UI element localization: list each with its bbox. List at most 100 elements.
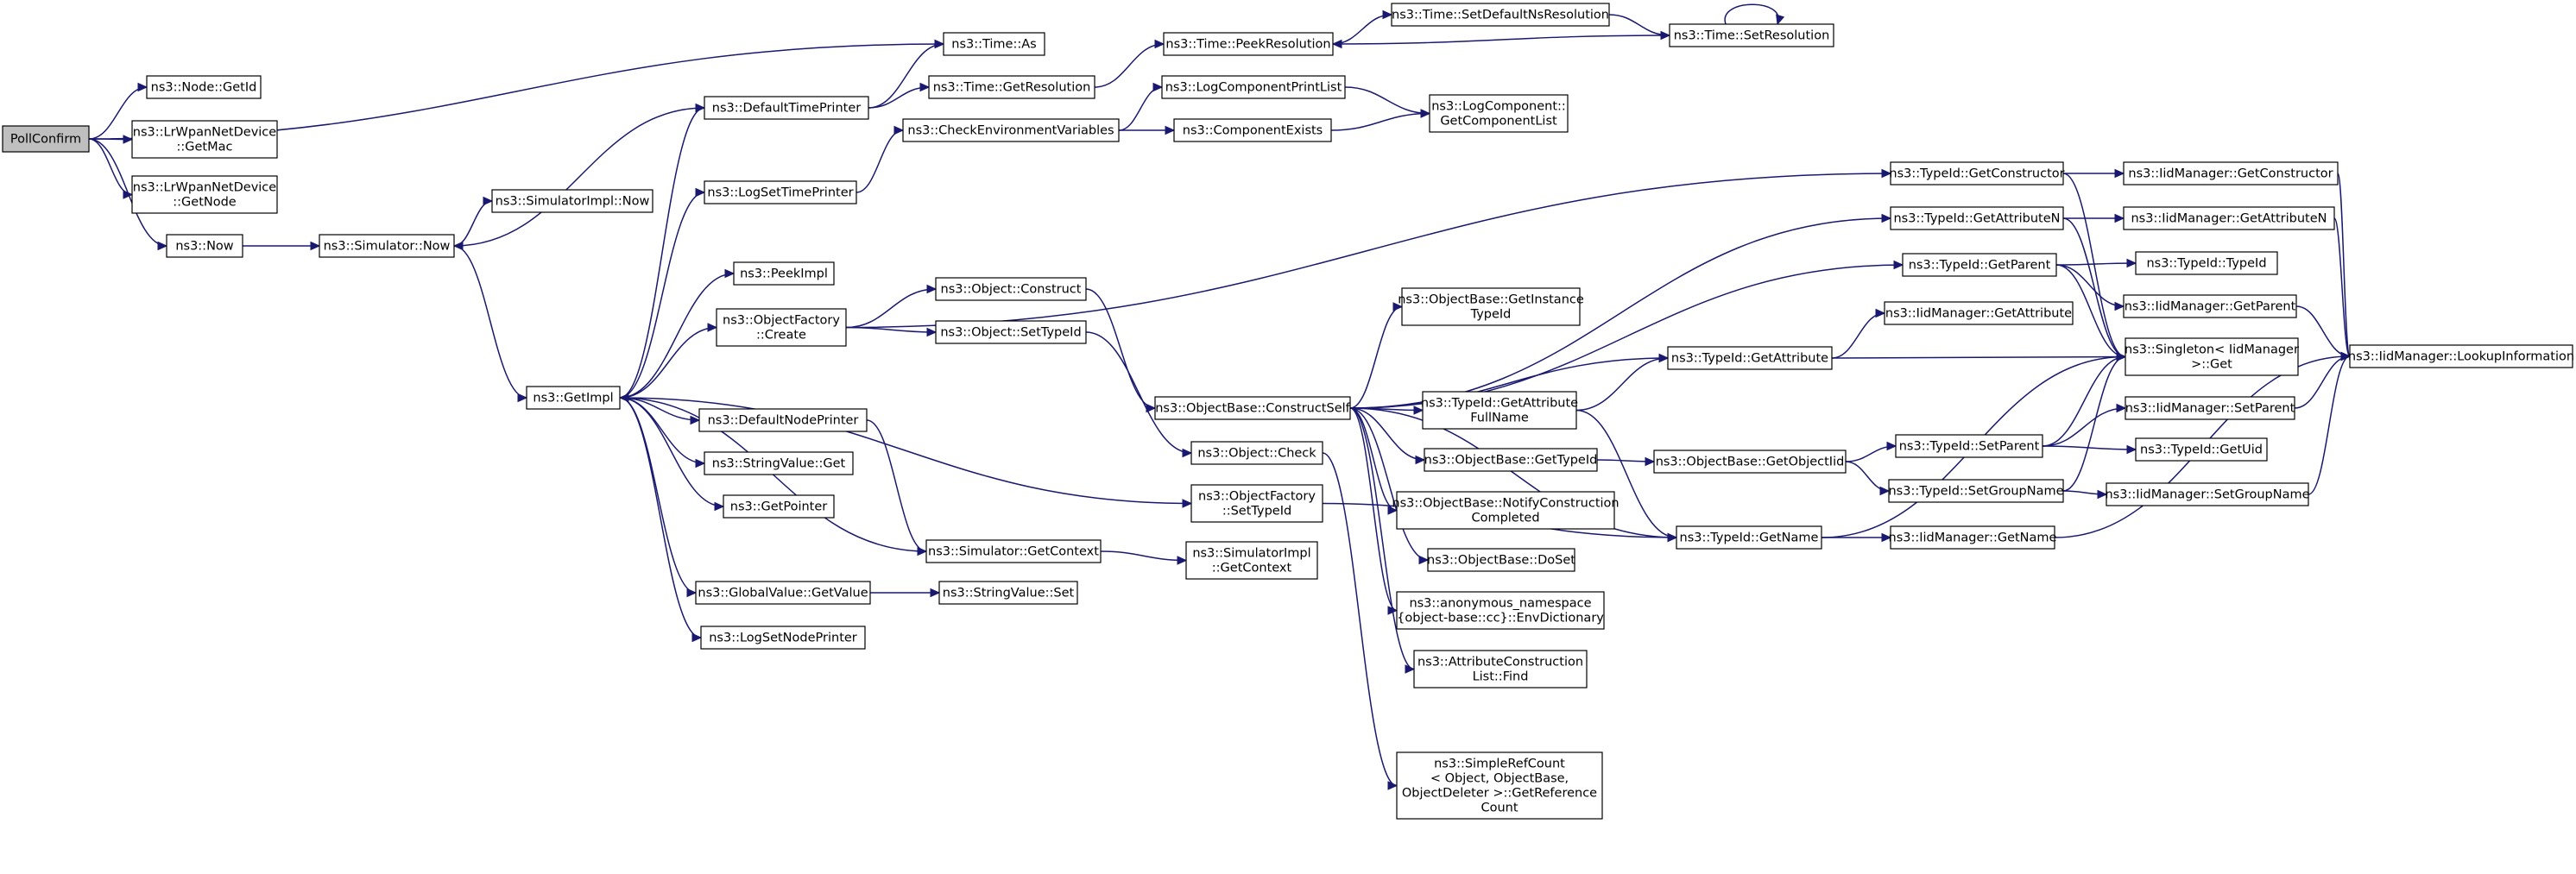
edge-line bbox=[1344, 86, 1430, 115]
node-simplerefcount-getreferencecount[interactable]: ns3::SimpleRefCount< Object, ObjectBase,… bbox=[1396, 751, 1603, 820]
node-objectbase-getobjectiid[interactable]: ns3::ObjectBase::GetObjectIid bbox=[1653, 450, 1847, 474]
node-label: ns3::GetPointer bbox=[730, 500, 828, 514]
edge-typeid-setparent-to-iidmanager-setparent bbox=[2042, 403, 2127, 447]
node-time-setresolution[interactable]: ns3::Time::SetResolution bbox=[1669, 23, 1834, 47]
node-box bbox=[935, 320, 1087, 344]
edge-line bbox=[2042, 445, 2137, 450]
arrowhead bbox=[919, 82, 931, 92]
node-pollconfirm[interactable]: PollConfirm bbox=[2, 125, 90, 153]
node-simulator-getcontext[interactable]: ns3::Simulator::GetContext bbox=[925, 539, 1102, 563]
node-typeid-setgroupname[interactable]: ns3::TypeId::SetGroupName bbox=[1888, 479, 2064, 503]
node-node-getid[interactable]: ns3::Node::GetId bbox=[146, 75, 262, 99]
edge-typeid-getattributen-to-iidmanager-getattributen bbox=[2063, 213, 2125, 223]
node-box bbox=[2125, 337, 2299, 376]
node-typeid-getconstructor[interactable]: ns3::TypeId::GetConstructor bbox=[1889, 161, 2065, 185]
arrowhead bbox=[1881, 168, 1892, 179]
node-label: ::GetMac bbox=[177, 141, 233, 154]
node-now[interactable]: ns3::Now bbox=[166, 234, 243, 258]
arrowhead bbox=[1776, 14, 1785, 26]
node-lrwpan-getnode[interactable]: ns3::LrWpanNetDevice::GetNode bbox=[131, 175, 278, 214]
node-simulator-now[interactable]: ns3::Simulator::Now bbox=[319, 234, 455, 258]
node-objectbase-gettypeid[interactable]: ns3::ObjectBase::GetTypeId bbox=[1424, 448, 1598, 472]
node-iidmanager-lookupinformation[interactable]: ns3::IidManager::LookupInformation bbox=[2348, 344, 2574, 368]
node-iidmanager-getattribute[interactable]: ns3::IidManager::GetAttribute bbox=[1884, 301, 2074, 325]
edge-getimpl-to-defaulttimeprinter bbox=[619, 103, 706, 399]
node-typeid-getname[interactable]: ns3::TypeId::GetName bbox=[1676, 525, 1822, 550]
node-envdictionary[interactable]: ns3::anonymous_namespace{object-base::cc… bbox=[1396, 591, 1605, 630]
node-iidmanager-getname[interactable]: ns3::IidManager::GetName bbox=[1889, 525, 2057, 550]
node-box bbox=[1424, 448, 1598, 472]
node-simulatorimpl-now[interactable]: ns3::SimulatorImpl::Now bbox=[491, 189, 653, 213]
arrowhead bbox=[1154, 39, 1165, 49]
edge-line bbox=[453, 200, 493, 247]
node-singleton-get[interactable]: ns3::Singleton< IidManager>::Get bbox=[2125, 337, 2299, 376]
node-time-setdefaultnsresolution[interactable]: ns3::Time::SetDefaultNsResolution bbox=[1391, 3, 1610, 27]
arrowhead bbox=[2114, 213, 2125, 223]
node-simulatorimpl-getcontext[interactable]: ns3::SimulatorImpl::GetContext bbox=[1185, 541, 1318, 580]
node-objectbase-doset[interactable]: ns3::ObjectBase::DoSet bbox=[1427, 548, 1575, 572]
edge-defaulttimeprinter-to-time-as bbox=[868, 39, 945, 109]
node-box bbox=[2, 125, 90, 153]
node-getpointer[interactable]: ns3::GetPointer bbox=[723, 494, 835, 519]
node-time-as[interactable]: ns3::Time::As bbox=[943, 32, 1045, 56]
node-iidmanager-getattributen[interactable]: ns3::IidManager::GetAttributeN bbox=[2123, 206, 2335, 230]
node-object-construct[interactable]: ns3::Object::Construct bbox=[935, 277, 1087, 301]
node-logcomponent-getcomponentlist[interactable]: ns3::LogComponent::GetComponentList bbox=[1429, 94, 1569, 133]
edge-simulator-now-to-simulatorimpl-now bbox=[453, 196, 494, 247]
node-box bbox=[704, 96, 869, 120]
node-iidmanager-setgroupname[interactable]: ns3::IidManager::SetGroupName bbox=[2105, 482, 2310, 506]
arrowhead bbox=[1879, 486, 1891, 496]
node-objectfactory-settypeid[interactable]: ns3::ObjectFactory::SetTypeId bbox=[1190, 484, 1323, 523]
node-componentexists[interactable]: ns3::ComponentExists bbox=[1173, 118, 1332, 142]
node-typeid-getattributen[interactable]: ns3::TypeId::GetAttributeN bbox=[1890, 206, 2064, 230]
edge-line bbox=[1349, 407, 1415, 670]
node-typeid-getattribute[interactable]: ns3::TypeId::GetAttribute bbox=[1667, 346, 1833, 370]
node-typeid-getparent[interactable]: ns3::TypeId::GetParent bbox=[1902, 253, 2057, 277]
node-iidmanager-getconstructor[interactable]: ns3::IidManager::GetConstructor bbox=[2123, 161, 2339, 185]
node-defaulttimeprinter[interactable]: ns3::DefaultTimePrinter bbox=[704, 96, 869, 120]
node-logsettimeprinter[interactable]: ns3::LogSetTimePrinter bbox=[704, 180, 857, 204]
node-getimpl[interactable]: ns3::GetImpl bbox=[526, 386, 621, 410]
node-iidmanager-setparent[interactable]: ns3::IidManager::SetParent bbox=[2125, 396, 2295, 420]
node-time-getresolution[interactable]: ns3::Time::GetResolution bbox=[928, 75, 1095, 99]
arrowhead bbox=[618, 393, 629, 403]
node-box bbox=[1396, 491, 1615, 530]
edge-line bbox=[2042, 355, 2126, 447]
node-objectbase-notifyconstructioncompleted[interactable]: ns3::ObjectBase::NotifyConstructionCompl… bbox=[1392, 491, 1619, 530]
arrowhead bbox=[1392, 302, 1404, 311]
node-defaultnodeprinter[interactable]: ns3::DefaultNodePrinter bbox=[698, 408, 868, 432]
arrowhead bbox=[2126, 258, 2137, 268]
node-box bbox=[2106, 482, 2309, 506]
node-box bbox=[1902, 253, 2057, 277]
arrowhead bbox=[695, 458, 706, 468]
node-peekimpl[interactable]: ns3::PeekImpl bbox=[733, 261, 835, 286]
edge-iidmanager-setgroupname-to-iidmanager-lookupinformation bbox=[2308, 351, 2352, 495]
node-box bbox=[935, 277, 1087, 301]
arrowhead bbox=[1875, 308, 1886, 318]
node-object-check[interactable]: ns3::Object::Check bbox=[1190, 441, 1323, 465]
node-objectfactory-create[interactable]: ns3::ObjectFactory::Create bbox=[716, 308, 847, 347]
node-label: ns3::ComponentExists bbox=[1183, 124, 1323, 138]
arrowhead bbox=[1182, 499, 1193, 508]
node-time-peekresolution[interactable]: ns3::Time::PeekResolution bbox=[1163, 32, 1334, 56]
node-globalvalue-getvalue[interactable]: ns3::GlobalValue::GetValue bbox=[695, 581, 871, 605]
edge-objectbase-constructself-to-objectbase-getinstancetypeid bbox=[1349, 302, 1404, 409]
node-lrwpan-getmac[interactable]: ns3::LrWpanNetDevice::GetMac bbox=[131, 120, 278, 159]
node-stringvalue-get[interactable]: ns3::StringValue::Get bbox=[704, 451, 854, 475]
node-typeid-typeid[interactable]: ns3::TypeId::TypeId bbox=[2135, 251, 2278, 275]
edge-line bbox=[619, 107, 705, 399]
node-logsetnodeprinter[interactable]: ns3::LogSetNodePrinter bbox=[700, 626, 866, 650]
node-iidmanager-getparent[interactable]: ns3::IidManager::GetParent bbox=[2123, 294, 2297, 318]
node-typeid-setparent[interactable]: ns3::TypeId::SetParent bbox=[1895, 434, 2043, 458]
node-typeid-getuid[interactable]: ns3::TypeId::GetUid bbox=[2135, 437, 2268, 462]
node-stringvalue-set[interactable]: ns3::StringValue::Set bbox=[938, 581, 1078, 605]
node-label: ns3::DefaultNodePrinter bbox=[708, 414, 859, 428]
node-objectbase-constructself[interactable]: ns3::ObjectBase::ConstructSelf bbox=[1154, 396, 1351, 420]
node-checkenvironmentvariables[interactable]: ns3::CheckEnvironmentVariables bbox=[902, 118, 1120, 142]
node-object-settypeid[interactable]: ns3::Object::SetTypeId bbox=[935, 320, 1087, 344]
node-logcomponentprintlist[interactable]: ns3::LogComponentPrintList bbox=[1161, 75, 1346, 99]
edge-checkenvironmentvariables-to-componentexists bbox=[1119, 125, 1176, 135]
